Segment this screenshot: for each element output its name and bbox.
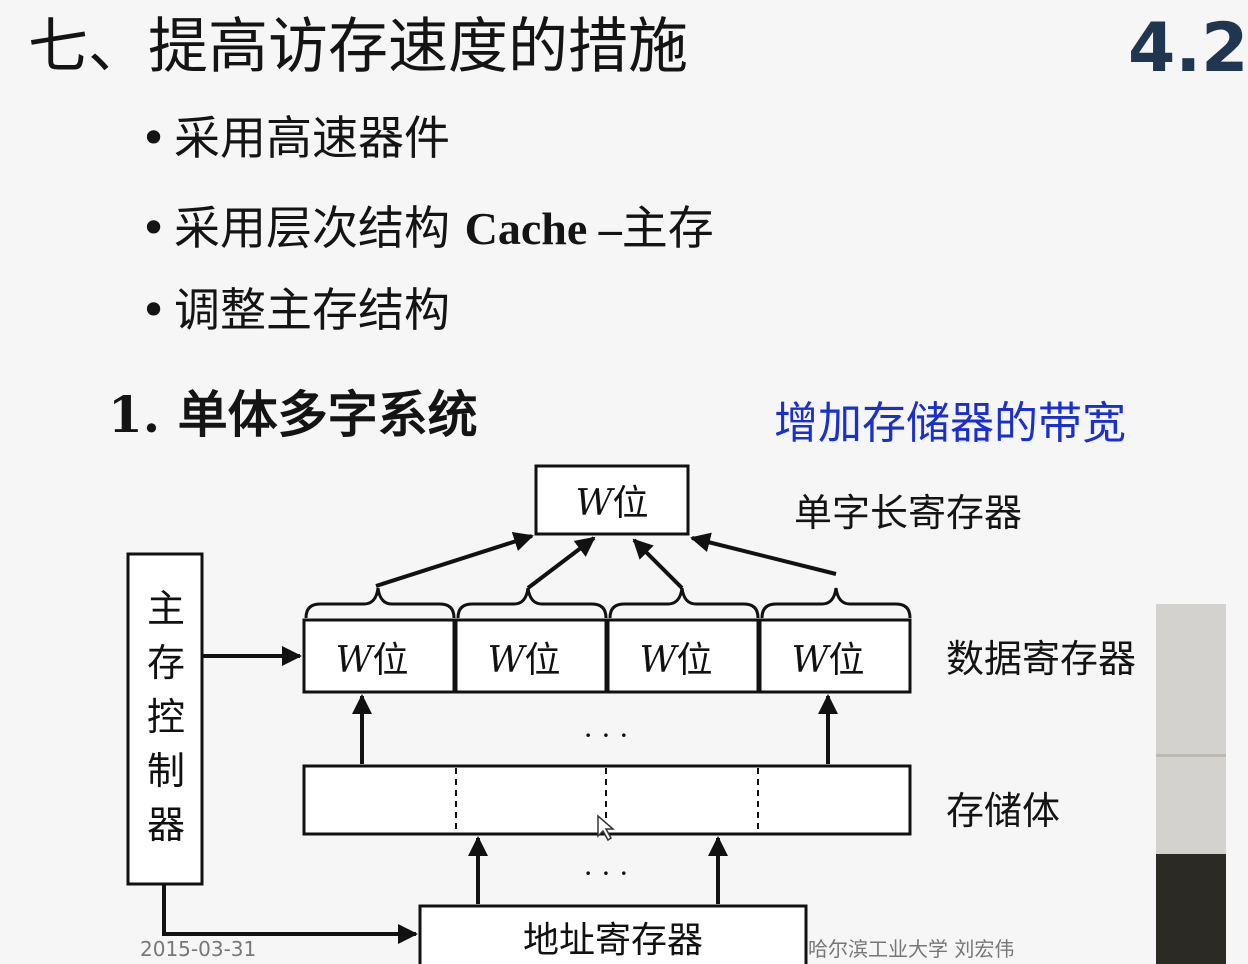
presenter-video-overlay xyxy=(1156,604,1226,964)
address-register-label: 地址寄存器 xyxy=(523,920,703,961)
svg-text:制: 制 xyxy=(147,749,185,793)
bullet-item-3: •调整主存结构 xyxy=(140,280,450,340)
svg-text:主: 主 xyxy=(147,587,185,631)
bullet-item-1: •采用高速器件 xyxy=(140,108,450,168)
bullet-dot: • xyxy=(140,111,168,165)
single-word-register xyxy=(534,464,690,536)
svg-text:控: 控 xyxy=(147,695,185,739)
bullet-item-2: •采用层次结构 Cache –主存 xyxy=(140,198,714,259)
footer-date: 2015-03-31 xyxy=(140,937,257,961)
subheading: 1. 单体多字系统 xyxy=(108,385,478,444)
address-register xyxy=(418,904,808,964)
arrow-word1 xyxy=(375,531,534,588)
data-register-cell-label: W位 xyxy=(639,640,712,681)
highlight-text: 增加存储器的带宽 xyxy=(774,398,1126,449)
single-register-caption: 单字长寄存器 xyxy=(794,491,1023,535)
storage-caption: 存储体 xyxy=(946,789,1061,833)
data-register-cell xyxy=(606,618,760,694)
section-number: 4.2 xyxy=(1128,9,1248,88)
brace-2 xyxy=(456,587,608,619)
bullet-dot: • xyxy=(140,283,168,337)
arrow-word3 xyxy=(632,538,684,590)
svg-text:器: 器 xyxy=(147,803,185,847)
data-register-cell-label: W位 xyxy=(487,640,560,681)
ellipsis-lower: · · · xyxy=(584,857,629,890)
brace-3 xyxy=(608,587,760,619)
bullet-text: 调整主存结构 xyxy=(174,283,450,337)
arrow-word2 xyxy=(526,536,596,590)
slide-title: 七、提高访存速度的措施 xyxy=(28,12,688,82)
brace-1 xyxy=(304,587,456,619)
data-register-cell xyxy=(302,618,456,694)
video-wall-edge xyxy=(1156,754,1226,757)
brace-4 xyxy=(760,587,912,619)
data-register-cell xyxy=(454,618,608,694)
bullet-dot: • xyxy=(140,201,168,255)
footer-author: 哈尔滨工业大学 刘宏伟 xyxy=(808,937,1015,961)
data-register-cell-label: W位 xyxy=(791,640,864,681)
data-register-caption: 数据寄存器 xyxy=(946,637,1137,681)
memory-controller-label: 主 存 控 制 器 xyxy=(147,587,185,847)
arrow-word4 xyxy=(690,532,837,576)
bullet-text-tail: 主存 xyxy=(621,201,714,255)
bullet-text-latin: Cache – xyxy=(464,203,622,254)
storage-body xyxy=(302,764,912,836)
brace-group xyxy=(304,587,912,619)
data-register-cell xyxy=(758,618,912,694)
single-word-register-label: W位 xyxy=(575,483,648,524)
svg-text:存: 存 xyxy=(147,641,185,685)
data-register-cell-label: W位 xyxy=(335,640,408,681)
memory-controller xyxy=(126,552,204,886)
bullet-text: 采用高速器件 xyxy=(174,111,450,165)
mouse-cursor-icon xyxy=(597,814,616,842)
bullet-text: 采用层次结构 xyxy=(174,201,465,255)
ellipsis-upper: · · · xyxy=(584,719,629,752)
arrow-controller-to-address xyxy=(162,884,418,944)
video-dark-region xyxy=(1156,854,1226,964)
